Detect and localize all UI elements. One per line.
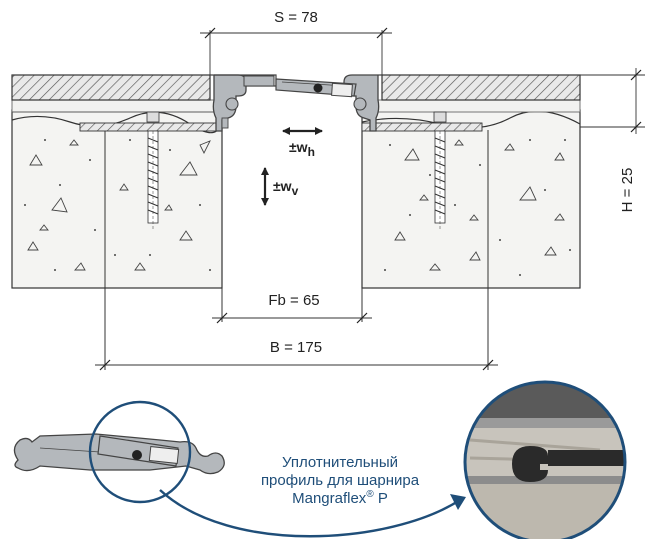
concrete-dots	[24, 139, 571, 276]
dimension-b: B = 175	[95, 339, 498, 371]
horizontal-movement-sub: h	[308, 145, 315, 159]
dimension-s: S = 78	[200, 9, 392, 75]
left-aluminium-profile	[210, 74, 277, 132]
callout-line-3-sup: ®	[366, 489, 374, 500]
dimension-fb: Fb = 65	[212, 292, 372, 324]
callout-line-3-main: Mangraflex	[292, 490, 367, 507]
sliding-hinge-plate	[275, 78, 357, 98]
left-concrete-slab	[11, 109, 223, 289]
horizontal-movement: ±wh	[282, 127, 323, 159]
zoom-photo	[463, 380, 627, 544]
callout-line-1: Уплотнительный	[282, 454, 398, 471]
concrete-texture	[27, 139, 565, 271]
right-anchor-screw	[433, 111, 447, 230]
detail-magnifier-circle	[88, 400, 192, 504]
callout-text: Уплотнительный профиль для шарнира Mangr…	[261, 454, 420, 507]
dimension-h-label: H = 25	[619, 168, 636, 213]
callout-line-2: профиль для шарнира	[261, 472, 420, 489]
callout-line-3-end: P	[374, 490, 388, 507]
callout-arrow	[159, 489, 466, 538]
dimension-s-label: S = 78	[274, 9, 318, 26]
horizontal-movement-label: ±w	[289, 139, 308, 155]
dimension-b-label: B = 175	[270, 339, 322, 356]
right-concrete-slab	[361, 109, 581, 289]
vertical-movement-sub: v	[292, 184, 299, 198]
left-anchor-screw	[146, 111, 160, 230]
detail-profile	[13, 433, 225, 475]
svg-text:±wv: ±wv	[273, 178, 299, 198]
dimension-h: H = 25	[580, 68, 645, 212]
svg-text:±wh: ±wh	[289, 139, 315, 159]
dimension-fb-label: Fb = 65	[268, 292, 319, 309]
svg-text:Mangraflex® P: Mangraflex® P	[292, 489, 388, 507]
vertical-movement: ±wv	[261, 167, 299, 206]
anchor-plates	[79, 122, 483, 132]
floor-covering	[11, 74, 581, 101]
vertical-movement-label: ±w	[273, 178, 292, 194]
screed-layer	[11, 99, 581, 113]
